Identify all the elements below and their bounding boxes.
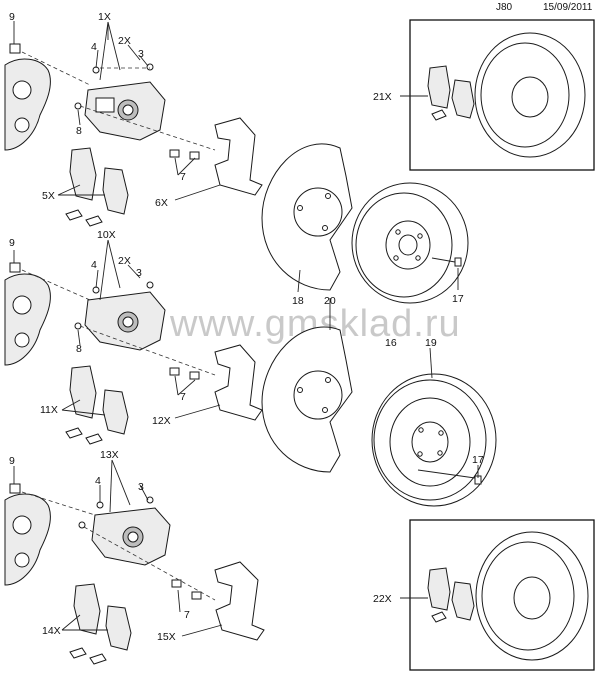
- callout-2x-middle: 2X: [118, 255, 131, 267]
- leader-lines: [13, 21, 479, 637]
- kit-21x-contents: [427, 32, 586, 158]
- callout-8-middle: 8: [76, 343, 82, 355]
- callout-16: 16: [385, 337, 397, 349]
- callout-14x: 14X: [42, 625, 61, 637]
- callout-9-top: 9: [9, 11, 15, 23]
- callout-1x: 1X: [98, 11, 111, 23]
- callout-19: 19: [425, 337, 437, 349]
- callout-2x-top: 2X: [118, 35, 131, 47]
- callout-3-bottom: 3: [138, 481, 144, 493]
- callout-21x: 21X: [373, 91, 392, 103]
- callout-17-lower: 17: [472, 454, 484, 466]
- callout-12x: 12X: [152, 415, 171, 427]
- callout-3-top: 3: [138, 48, 144, 60]
- bolts-bottom: [9, 483, 202, 600]
- callout-18: 18: [292, 295, 304, 307]
- callout-9-bottom: 9: [9, 455, 15, 467]
- knuckle-bottom: [4, 493, 51, 586]
- bolts-middle: [9, 262, 200, 380]
- diagram-code: J80: [496, 2, 513, 13]
- knuckle-middle: [4, 273, 51, 366]
- kit-box-21x: [409, 19, 595, 171]
- callout-13x: 13X: [100, 449, 119, 461]
- caliper-bracket-bottom: [214, 561, 265, 641]
- pads-bottom: [69, 583, 132, 665]
- callout-15x: 15X: [157, 631, 176, 643]
- bolts-top: [9, 43, 200, 160]
- callout-22x: 22X: [373, 593, 392, 605]
- callout-10x: 10X: [97, 229, 116, 241]
- callout-7-top: 7: [180, 171, 186, 183]
- callout-4-top: 4: [91, 41, 97, 53]
- brake-disc-vented: [371, 373, 497, 507]
- callout-6x: 6X: [155, 197, 168, 209]
- pads-middle: [65, 365, 129, 445]
- callout-7-middle: 7: [180, 391, 186, 403]
- callout-5x: 5X: [42, 190, 55, 202]
- caliper-middle: [84, 291, 166, 351]
- callout-7-bottom: 7: [184, 609, 190, 621]
- callout-3-middle: 3: [136, 267, 142, 279]
- callout-11x: 11X: [40, 404, 58, 416]
- knuckle-top: [4, 58, 51, 151]
- caliper-bracket-top: [214, 117, 263, 196]
- brake-disc-solid: [351, 182, 469, 304]
- caliper-top: [84, 81, 166, 141]
- callout-4-middle: 4: [91, 259, 97, 271]
- caliper-bottom: [91, 507, 171, 566]
- callout-17-upper: 17: [452, 293, 464, 305]
- kit-box-22x: [409, 519, 595, 671]
- caliper-bracket-middle: [214, 344, 263, 421]
- callout-4-bottom: 4: [95, 475, 101, 487]
- dust-shield-lower: [261, 326, 353, 473]
- callout-20: 20: [324, 295, 336, 307]
- callout-8-top: 8: [76, 125, 82, 137]
- callout-9-middle: 9: [9, 237, 15, 249]
- diagram-date: 15/09/2011: [543, 2, 593, 13]
- dust-shield-upper: [261, 143, 353, 291]
- kit-22x-contents: [427, 531, 589, 661]
